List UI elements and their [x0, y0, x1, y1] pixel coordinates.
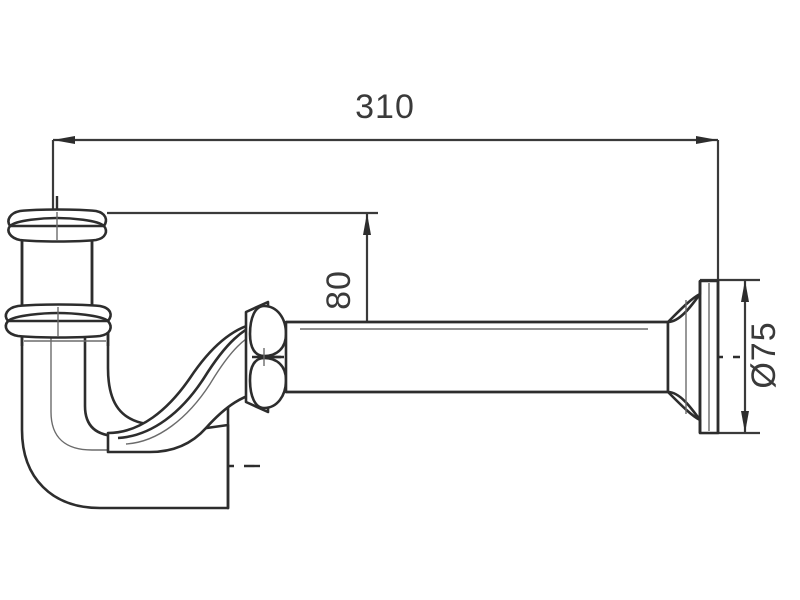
- dimension-drop-height: 80: [107, 211, 378, 357]
- mid-compression-nut: [244, 300, 288, 414]
- dimension-overall-length: 310: [51, 88, 720, 300]
- arrowhead-bottom-75: [741, 411, 749, 433]
- horizontal-outlet-pipe: [284, 320, 670, 394]
- arrowhead-top-75: [741, 280, 749, 302]
- trap-inner-bore-shadow: [50, 333, 150, 451]
- dimension-label-80: 80: [320, 270, 358, 310]
- flange-cone-bottom: [667, 390, 702, 433]
- arrowhead-left-310: [53, 136, 75, 144]
- dimension-label-75: Ø75: [745, 321, 783, 388]
- conical-wall-flange: [666, 279, 720, 435]
- lower-compression-nut: [4, 303, 112, 342]
- upper-compression-nut: [7, 208, 108, 243]
- arrowhead-right-310: [696, 136, 718, 144]
- arrowhead-top-80: [363, 213, 371, 235]
- flange-cone-top: [667, 281, 702, 324]
- dimension-label-310: 310: [355, 88, 415, 126]
- inlet-tube-body: [20, 234, 94, 312]
- nut-bottom-lobe-mid: [248, 356, 288, 410]
- pipe-body: [284, 320, 670, 394]
- nut-top-lobe-mid: [248, 304, 288, 358]
